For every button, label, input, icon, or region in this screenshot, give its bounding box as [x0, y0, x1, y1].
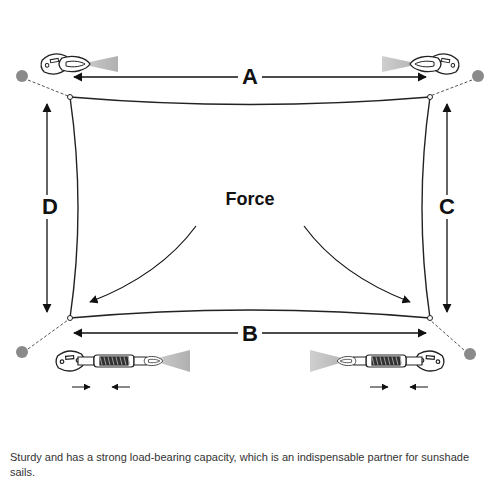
- caption: Sturdy and has a strong load-bearing cap…: [10, 450, 478, 480]
- dimension-letter: A: [238, 65, 262, 89]
- dimension-letter: C: [435, 195, 459, 219]
- thread-stroke: [120, 357, 122, 365]
- thread-stroke: [128, 357, 130, 365]
- thread-stroke: [396, 357, 398, 365]
- thread-stroke: [100, 357, 102, 365]
- dimension-letter: D: [38, 195, 62, 219]
- thread-stroke: [376, 357, 378, 365]
- thread-stroke: [372, 357, 374, 365]
- thread-stroke: [112, 357, 114, 365]
- thread-stroke: [400, 357, 402, 365]
- thread-stroke: [384, 357, 386, 365]
- thread-stroke: [392, 357, 394, 365]
- thread-stroke: [380, 357, 382, 365]
- thread-stroke: [388, 357, 390, 365]
- thread-stroke: [124, 357, 126, 365]
- thread-stroke: [108, 357, 110, 365]
- dimension-letter: B: [238, 322, 262, 346]
- thread-stroke: [116, 357, 118, 365]
- thread-stroke: [104, 357, 106, 365]
- force-label: Force: [221, 190, 278, 210]
